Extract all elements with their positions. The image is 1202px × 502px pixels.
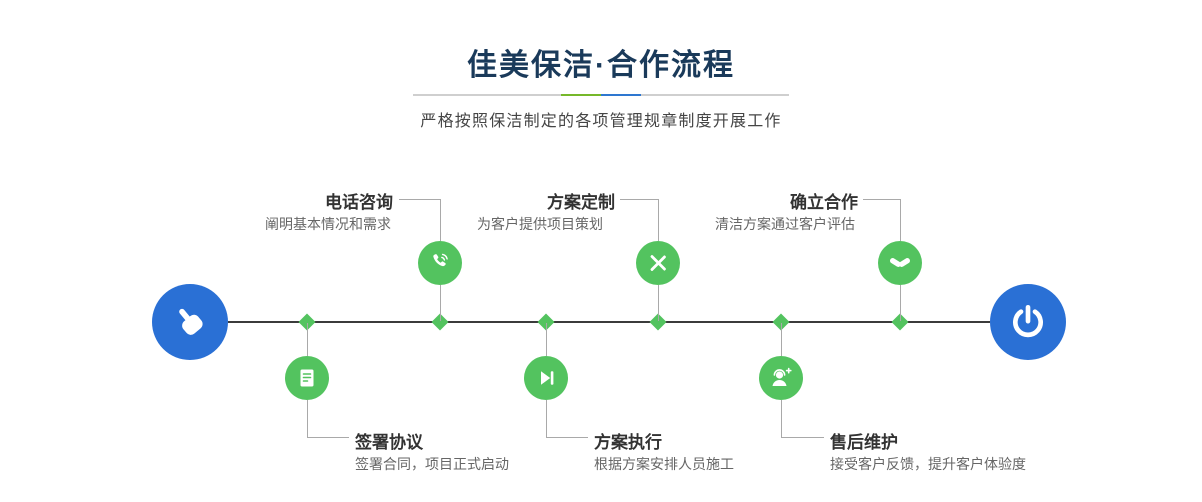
connector-line — [307, 400, 308, 438]
step-desc-establish-cooperation: 清洁方案通过客户评估 — [715, 216, 855, 232]
connector-line — [399, 199, 440, 200]
step-node-sign-agreement — [285, 356, 329, 400]
step-desc-plan-design: 为客户提供项目策划 — [477, 216, 603, 232]
divider-blue-segment — [601, 94, 641, 96]
step-desc-sign-agreement: 签署合同，项目正式启动 — [355, 456, 509, 472]
step-title-phone-consult: 电话咨询 — [325, 193, 393, 212]
connector-line — [620, 199, 658, 200]
connector-line — [658, 199, 659, 241]
connector-line — [863, 199, 900, 200]
step-desc-after-sales: 接受客户反馈，提升客户体验度 — [830, 456, 1026, 472]
step-node-establish-cooperation — [878, 241, 922, 285]
title-divider — [413, 94, 789, 96]
step-title-plan-design: 方案定制 — [547, 193, 615, 212]
connector-line — [440, 199, 441, 241]
step-node-after-sales — [759, 356, 803, 400]
page-subtitle: 严格按照保洁制定的各项管理规章制度开展工作 — [420, 113, 782, 130]
connector-line — [546, 400, 547, 438]
connector-line — [440, 285, 441, 321]
step-node-execute-plan — [524, 356, 568, 400]
connector-line — [307, 437, 349, 438]
power-icon — [1008, 302, 1048, 342]
step-node-phone-consult — [418, 241, 462, 285]
page-title: 佳美保洁·合作流程 — [467, 49, 735, 82]
timeline-end-node — [990, 284, 1066, 360]
timeline-line — [228, 321, 990, 323]
step-desc-execute-plan: 根据方案安排人员施工 — [594, 456, 734, 472]
design-tools-icon — [646, 251, 670, 275]
pointing-hand-icon — [170, 302, 210, 342]
contract-icon — [295, 366, 319, 390]
connector-line — [900, 285, 901, 321]
connector-line — [546, 323, 547, 356]
connector-line — [307, 323, 308, 356]
play-next-icon — [534, 366, 558, 390]
connector-line — [658, 285, 659, 321]
step-title-after-sales: 售后维护 — [830, 433, 898, 452]
step-node-plan-design — [636, 241, 680, 285]
connector-line — [781, 400, 782, 438]
step-desc-phone-consult: 阐明基本情况和需求 — [265, 216, 391, 232]
handshake-icon — [888, 251, 912, 275]
step-title-execute-plan: 方案执行 — [594, 433, 662, 452]
timeline-start-node — [152, 284, 228, 360]
divider-green-segment — [561, 94, 601, 96]
step-title-sign-agreement: 签署协议 — [355, 433, 423, 452]
connector-line — [781, 437, 824, 438]
step-title-establish-cooperation: 确立合作 — [790, 193, 858, 212]
phone-icon — [428, 251, 452, 275]
connector-line — [546, 437, 588, 438]
connector-line — [900, 199, 901, 241]
support-headset-icon — [769, 366, 793, 390]
connector-line — [781, 323, 782, 356]
